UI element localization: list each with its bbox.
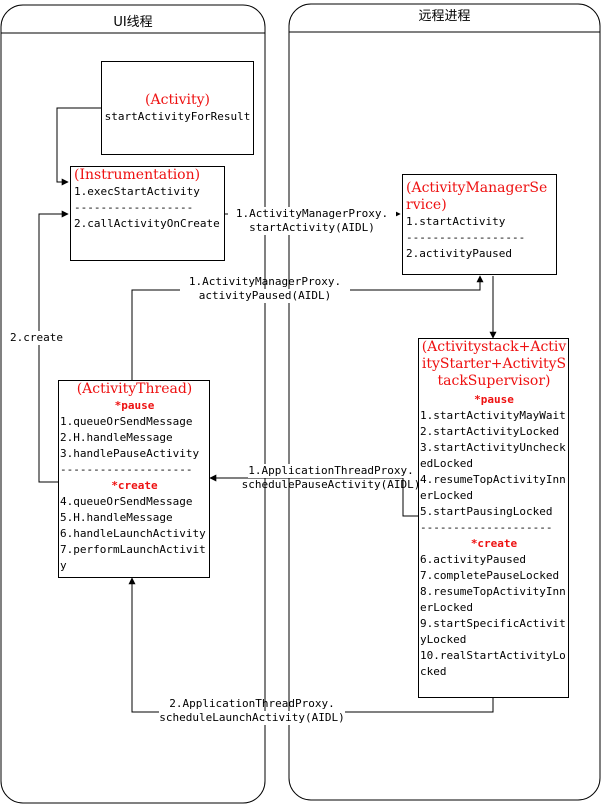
activity-thread-step: 1.queueOrSendMessage (60, 415, 193, 428)
edge-label-start-activity: 1.ActivityManagerProxy. startActivity(AI… (228, 207, 396, 235)
edge-schedule-pause (209, 474, 418, 517)
ui-thread-lane (0, 4, 266, 804)
edge-label-line: 1.ActivityManagerProxy. (188, 275, 342, 288)
activity-method: startActivityForResult (104, 110, 251, 123)
activity-box: (Activity) startActivityForResult (101, 61, 254, 155)
activity-thread-pause-header: *pause (114, 399, 155, 412)
activity-stack-step: 2.startActivityLocked (420, 425, 560, 438)
activity-thread-create-header: *create (111, 479, 158, 492)
activity-thread-step: 3.handlePauseActivity (60, 447, 200, 460)
edge-label-line: startActivity(AIDL) (249, 221, 375, 234)
activity-stack-create-header: *create (470, 537, 518, 550)
activity-stack-pause-header: *pause (474, 393, 514, 406)
activity-stack-box: (Activitystack+ActivityStarter+ActivityS… (418, 338, 569, 698)
edge-label-line: schedulePauseActivity(AIDL) (241, 478, 421, 491)
edge-label-activity-paused: 1.ActivityManagerProxy. activityPaused(A… (180, 275, 350, 303)
instrumentation-divider: ------------------ (74, 201, 194, 214)
activity-stack-title: (Activitystack+ActivityStarter+ActivityS… (421, 339, 567, 389)
activity-thread-step: 6.handleLaunchActivity (60, 527, 206, 540)
edge-label-schedule-launch: 2.ApplicationThreadProxy. scheduleLaunch… (155, 697, 349, 725)
activity-stack-step: 7.completePauseLocked (420, 569, 560, 582)
edge-activity-to-instrumentation (56, 107, 101, 186)
ams-divider: ------------------ (406, 231, 526, 244)
activity-stack-step: 5.startPausingLocked (420, 505, 553, 518)
activity-thread-step: 4.queueOrSendMessage (60, 495, 193, 508)
activity-stack-divider: -------------------- (420, 521, 553, 534)
activity-thread-step: 5.H.handleMessage (60, 511, 173, 524)
activity-stack-step: 9.startSpecificActivityLocked (420, 617, 566, 646)
activity-thread-step: 7.performLaunchActivity (60, 543, 206, 572)
ams-step: 2.activityPaused (406, 247, 512, 260)
activity-thread-step: 2.H.handleMessage (60, 431, 173, 444)
activity-thread-title: (ActivityThread) (76, 381, 193, 397)
remote-process-lane (288, 3, 601, 801)
remote-process-lane-title: 远程进程 (418, 9, 471, 24)
activity-title: (Activity) (145, 92, 210, 108)
edge-label-create: 2.create (10, 331, 63, 345)
instrumentation-step: 1.execStartActivity (74, 185, 200, 198)
activity-thread-divider: -------------------- (60, 463, 193, 476)
ams-step: 1.startActivity (406, 215, 506, 228)
instrumentation-step: 2.callActivityOnCreate (74, 217, 220, 230)
ui-thread-lane-title: UI线程 (113, 15, 153, 30)
edge-label-line: scheduleLaunchActivity(AIDL) (159, 711, 345, 725)
edge-label-line: 1.ApplicationThreadProxy. (248, 464, 414, 478)
instrumentation-box: (Instrumentation) 1.execStartActivity --… (70, 166, 225, 261)
edge-create (38, 210, 69, 483)
edge-label-line: 2.ApplicationThreadProxy. (169, 697, 335, 710)
activity-stack-step: 4.resumeTopActivityInnerLocked (420, 473, 566, 502)
edge-label-schedule-pause: 1.ApplicationThreadProxy. schedulePauseA… (238, 464, 424, 492)
activity-thread-box: (ActivityThread) *pause 1.queueOrSendMes… (58, 380, 210, 578)
activity-stack-step: 8.resumeTopActivityInnerLocked (420, 585, 566, 614)
edge-label-line: 1.ActivityManagerProxy. (235, 207, 389, 220)
activity-stack-step: 3.startActivityUncheckedLocked (420, 441, 566, 470)
edge-label-line: activityPaused(AIDL) (180, 289, 350, 303)
instrumentation-title: (Instrumentation) (74, 167, 201, 183)
activity-stack-step: 6.activityPaused (420, 553, 526, 566)
ams-box: (ActivityManagerService) 1.startActivity… (402, 174, 557, 275)
ams-title: (ActivityManagerService) (406, 180, 548, 213)
activity-stack-step: 10.realStartActivityLocked (420, 649, 566, 678)
activity-stack-step: 1.startActivityMayWait (420, 409, 566, 422)
